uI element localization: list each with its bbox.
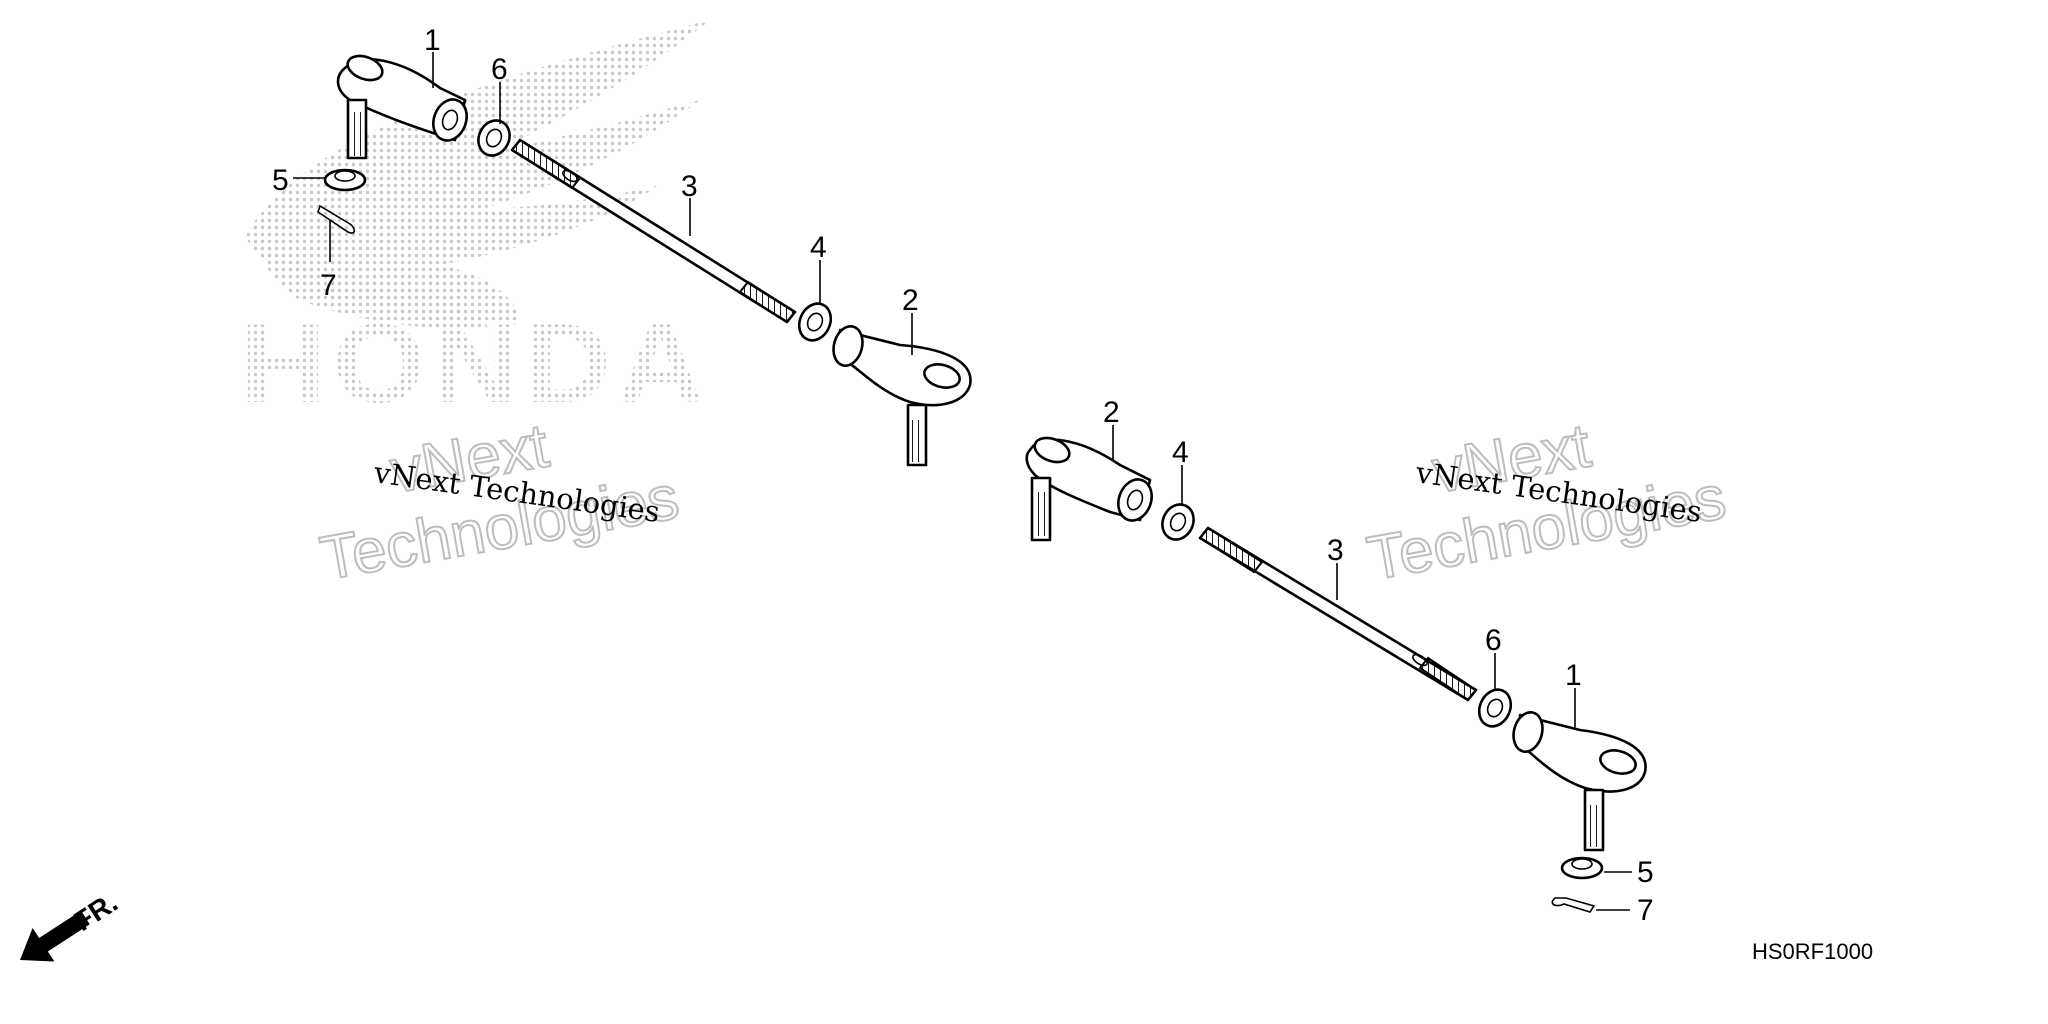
part-6-lock-nut	[1477, 688, 1513, 728]
honda-logo: HONDA	[240, 20, 710, 426]
callout-number: 1	[1565, 659, 1582, 692]
left-tie-rod-assembly	[317, 54, 972, 467]
part-3-tie-rod	[1198, 526, 1478, 702]
part-7-cotter-pin	[1551, 897, 1596, 913]
part-4-lock-nut	[797, 302, 833, 342]
callouts-left: 1 6 5 7 3 4 2	[272, 24, 919, 317]
part-6-lock-nut	[477, 119, 511, 157]
part-2-tie-rod-end	[1025, 436, 1153, 542]
front-direction-arrow-icon	[20, 910, 90, 962]
callout-number: 3	[1327, 534, 1344, 567]
part-4-lock-nut	[1161, 503, 1195, 541]
logo-text: HONDA	[240, 301, 710, 426]
callout-number: 1	[424, 24, 441, 57]
callout-number: 4	[1172, 436, 1189, 469]
watermark-right: vNext Technologies vNext Technologies	[1361, 410, 1731, 594]
callout-number: 7	[1637, 894, 1654, 927]
part-1-tie-rod-end	[336, 54, 468, 160]
diagram-code: HS0RF1000	[1752, 939, 1873, 964]
part-1-tie-rod-end	[1512, 711, 1647, 852]
watermark-left: vNext Technologies vNext Technologies	[314, 410, 684, 594]
callout-number: 2	[902, 284, 919, 317]
part-5-castle-nut	[323, 168, 367, 192]
callouts-right: 2 4 3 6 1 5 7	[1103, 396, 1654, 927]
callout-number: 2	[1103, 396, 1120, 429]
right-tie-rod-assembly	[1025, 436, 1647, 913]
callout-number: 5	[1637, 856, 1654, 889]
wing-icon	[245, 20, 710, 325]
wing-lower-icon	[260, 245, 490, 330]
callout-number: 3	[681, 170, 698, 203]
callout-number: 5	[272, 164, 289, 197]
callout-number: 4	[810, 231, 827, 264]
leader-lines	[293, 52, 1632, 911]
part-2-tie-rod-end	[832, 325, 972, 467]
callout-number: 7	[320, 269, 337, 302]
front-direction-indicator: FR.	[20, 886, 123, 962]
callout-number: 6	[1485, 624, 1502, 657]
part-3-tie-rod	[510, 138, 797, 324]
callout-number: 6	[491, 53, 508, 86]
part-7-cotter-pin	[317, 204, 356, 234]
part-5-castle-nut	[1560, 856, 1604, 880]
